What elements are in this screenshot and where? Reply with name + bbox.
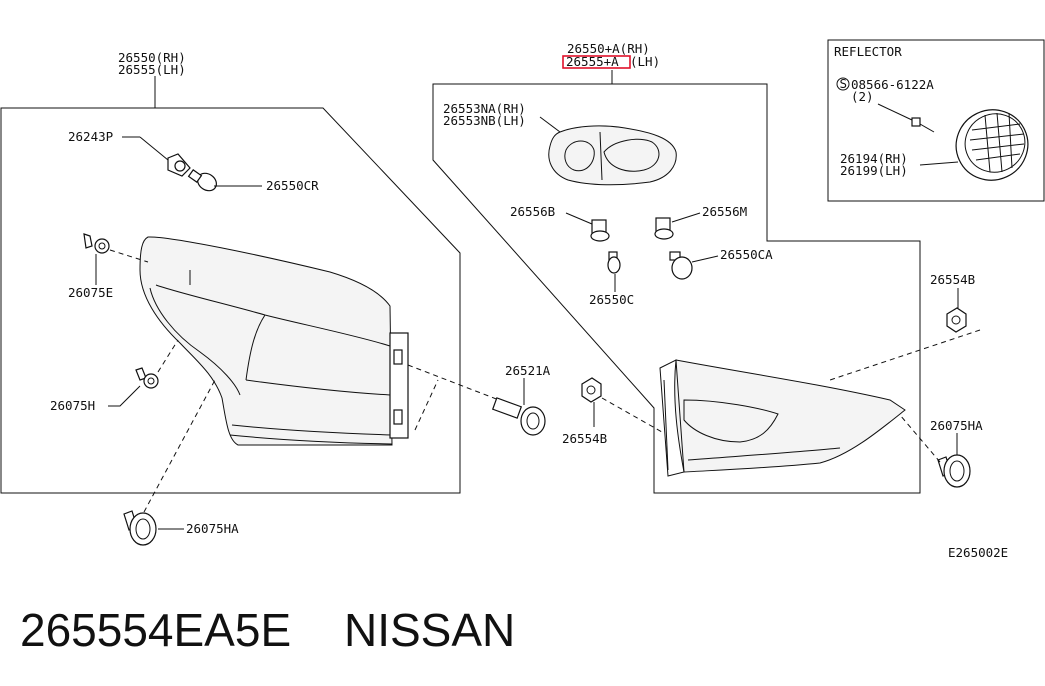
center-assembly-frame (432, 83, 921, 494)
bolt-26521a (491, 397, 546, 436)
reflector-title: REFLECTOR (834, 44, 902, 59)
label-26554b-mid: 26554B (562, 431, 607, 446)
label-26075ha-right: 26075HA (930, 418, 983, 433)
svg-text:S: S (840, 76, 848, 91)
label-26556b: 26556B (510, 204, 555, 219)
left-assembly-rh-label: 26550(RH) (118, 50, 186, 65)
label-26553na: 26553NA(RH) (443, 101, 526, 116)
nut-26554b-right (946, 307, 967, 333)
center-assembly-rh-label: 26550+A(RH) (567, 41, 650, 56)
clip-26075h (135, 367, 159, 389)
s-mark-icon (836, 77, 850, 91)
nut-26554b-mid (581, 377, 602, 403)
left-lamp-housing (139, 236, 409, 446)
label-26550c: 26550C (589, 292, 634, 307)
label-26075h: 26075H (50, 398, 95, 413)
label-26556m: 26556M (702, 204, 747, 219)
label-reflector-lh: 26199(LH) (840, 163, 908, 178)
label-26550ca: 26550CA (720, 247, 773, 262)
label-26075ha-left: 26075HA (186, 521, 239, 536)
grommet-26075ha-right (937, 454, 971, 488)
screw-code: 08566-6122A (851, 77, 934, 92)
label-26554b-right: 26554B (930, 272, 975, 287)
diagram-code: E265002E (948, 545, 1008, 560)
left-assembly-lh-label: 26555(LH) (118, 62, 186, 77)
label-26243p: 26243P (68, 129, 113, 144)
screw-08566 (911, 117, 935, 133)
left-assembly-frame (0, 107, 461, 494)
bulb-26550c (607, 251, 621, 274)
brand-name: NISSAN (344, 604, 515, 656)
reflector-lens (955, 109, 1029, 181)
socket-26556b (590, 219, 610, 242)
reflector-inset-frame (827, 39, 1045, 202)
screw-qty: (2) (851, 89, 874, 104)
center-assembly-lh-code: 26555+A (566, 54, 619, 69)
label-reflector-rh: 26194(RH) (840, 151, 908, 166)
highlight-box (562, 55, 631, 69)
label-26553nb: 26553NB(LH) (443, 113, 526, 128)
center-assembly-lh-side: (LH) (630, 54, 660, 69)
socket-26243p (167, 153, 191, 177)
socket-26556m (654, 217, 674, 240)
label-26075e: 26075E (68, 285, 113, 300)
grommet-26075ha-left (123, 510, 157, 546)
bulb-26550cr (187, 169, 217, 192)
part-number: 265554EA5E (20, 604, 291, 656)
center-lamp-housing (659, 359, 906, 477)
bracket-26553n (548, 125, 677, 186)
clip-26075e (83, 233, 110, 254)
label-26521a: 26521A (505, 363, 551, 378)
bulb-26550ca (669, 251, 693, 280)
label-26550cr: 26550CR (266, 178, 319, 193)
